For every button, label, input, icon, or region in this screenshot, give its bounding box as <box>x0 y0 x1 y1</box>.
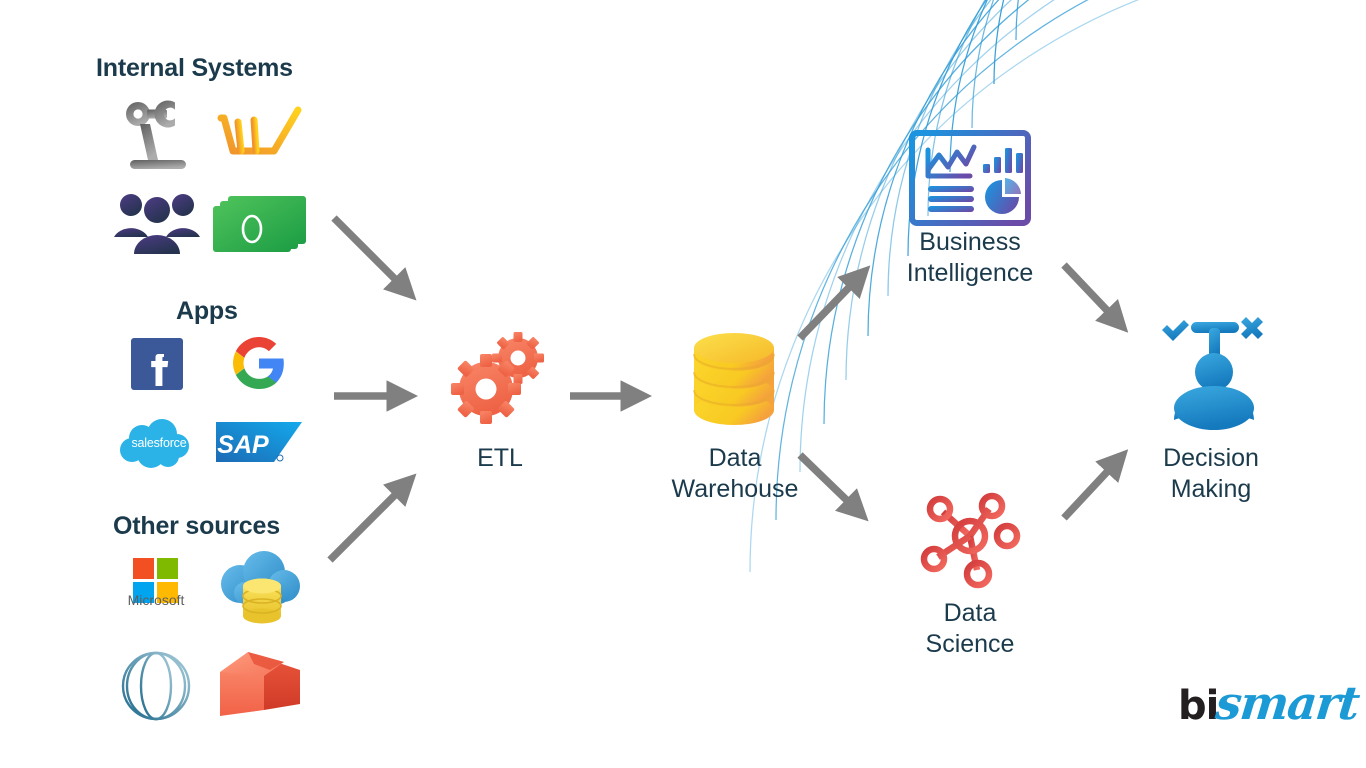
sap-wordmark: SAP <box>217 431 269 459</box>
arrow-business-intelligence-to-decision-making <box>1061 262 1129 333</box>
sap-icon: SAP <box>216 422 302 462</box>
corner-arc-lines <box>749 0 1140 573</box>
bismart-logo-smart: smart <box>1213 676 1362 730</box>
robot-arm-icon <box>126 100 186 169</box>
user-decision-icon <box>1162 317 1263 430</box>
people-group-icon <box>114 194 200 254</box>
banknotes-icon <box>213 196 306 252</box>
google-icon <box>233 337 284 389</box>
dashboard-chart-icon <box>909 130 1031 226</box>
package-box-icon <box>220 652 300 716</box>
business-intelligence-node-label: Business Intelligence <box>906 228 1034 287</box>
database-stack-icon <box>693 333 775 425</box>
section-title-internal-systems: Internal Systems <box>96 54 293 82</box>
arrow-data-warehouse-to-business-intelligence <box>797 265 871 341</box>
decision-making-node-label: Decision Making <box>1163 444 1259 503</box>
bismart-logo[interactable]: bi smart <box>1178 676 1362 730</box>
section-title-other-sources: Other sources <box>113 512 280 540</box>
arrow-internal-systems-to-etl <box>331 215 417 301</box>
data-science-node-label: Data Science <box>925 599 1015 658</box>
arrow-other-sources-to-etl <box>327 473 417 563</box>
microsoft-icon <box>133 558 178 603</box>
salesforce-wordmark: salesforce <box>131 436 187 450</box>
shopping-cart-icon <box>217 106 302 155</box>
gears-icon <box>451 332 544 424</box>
bismart-logo-bi: bi <box>1178 683 1219 729</box>
arrow-data-science-to-decision-making <box>1061 449 1129 521</box>
globe-icon <box>121 651 191 721</box>
network-nodes-icon <box>920 492 1021 589</box>
cloud-database-icon <box>221 551 300 624</box>
etl-node-label: ETL <box>477 444 523 472</box>
section-title-apps: Apps <box>176 297 238 325</box>
facebook-icon <box>131 338 183 390</box>
salesforce-icon <box>120 419 189 468</box>
microsoft-wordmark: Microsoft <box>127 592 185 608</box>
data-warehouse-node-label: Data Warehouse <box>671 444 799 503</box>
